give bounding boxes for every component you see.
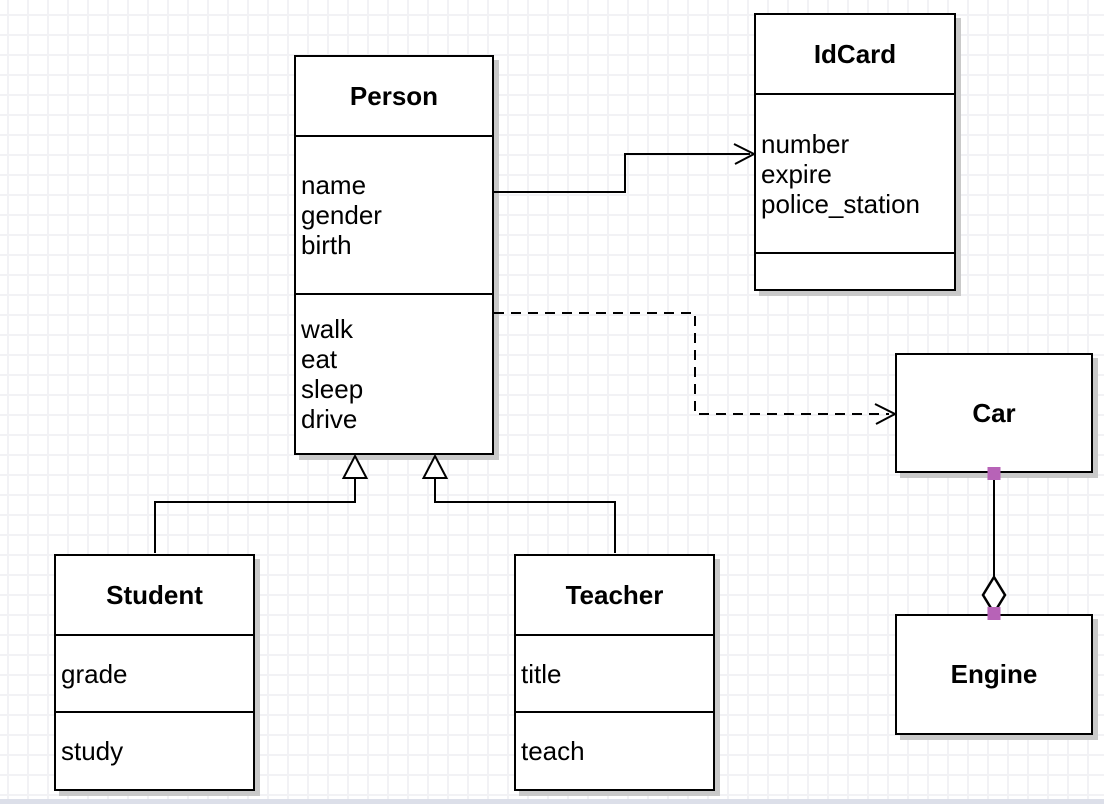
attribute-label: name (301, 170, 367, 200)
class-student-methods: study (56, 711, 253, 789)
class-teacher-title: Teacher (565, 579, 664, 610)
class-idcard-methods-empty (756, 252, 954, 289)
class-engine-title: Engine (950, 659, 1038, 689)
class-teacher[interactable]: Teacher title teach (514, 554, 715, 791)
hollow-triangle-icon (341, 453, 369, 479)
attribute-label: gender (301, 200, 382, 230)
class-student[interactable]: Student grade study (54, 554, 255, 791)
class-student-attributes: grade (56, 634, 253, 711)
class-engine[interactable]: Engine (895, 614, 1093, 735)
class-idcard-title: IdCard (813, 38, 897, 69)
open-arrowhead-icon (874, 403, 898, 425)
class-person-title: Person (349, 80, 439, 111)
method-label: study (61, 736, 124, 766)
connector-person-car-dependency[interactable] (494, 312, 898, 425)
method-label: drive (301, 404, 358, 434)
method-label: teach (521, 736, 585, 766)
method-label: sleep (301, 374, 364, 404)
class-person-methods: walk eat sleep drive (296, 293, 492, 453)
class-person[interactable]: Person name gender birth walk eat sleep … (294, 55, 494, 455)
hollow-diamond-icon (981, 574, 1007, 616)
open-arrowhead-icon (733, 143, 757, 165)
connector-teacher-person-generalization[interactable] (421, 453, 616, 553)
class-car[interactable]: Car (895, 353, 1093, 473)
hollow-triangle-icon (421, 453, 449, 479)
attribute-label: title (521, 658, 562, 689)
attribute-label: birth (301, 230, 352, 260)
class-car-title: Car (972, 397, 1016, 428)
method-label: eat (301, 344, 338, 374)
attribute-label: grade (61, 658, 128, 689)
canvas-bottom-edge (0, 799, 1104, 804)
connector-student-person-generalization[interactable] (154, 453, 369, 553)
method-label: walk (301, 314, 354, 344)
class-idcard[interactable]: IdCard number expire police_station (754, 13, 956, 291)
class-person-attributes: name gender birth (296, 135, 492, 293)
connector-car-engine-aggregation[interactable] (981, 467, 1007, 620)
class-teacher-attributes: title (516, 634, 713, 711)
attribute-label: police_station (761, 188, 920, 219)
class-student-title: Student (106, 579, 203, 610)
class-teacher-methods: teach (516, 711, 713, 789)
class-idcard-attributes: number expire police_station (756, 93, 954, 252)
attribute-label: number (761, 128, 850, 159)
attribute-label: expire (761, 158, 832, 189)
connector-person-idcard-association[interactable] (494, 143, 757, 193)
